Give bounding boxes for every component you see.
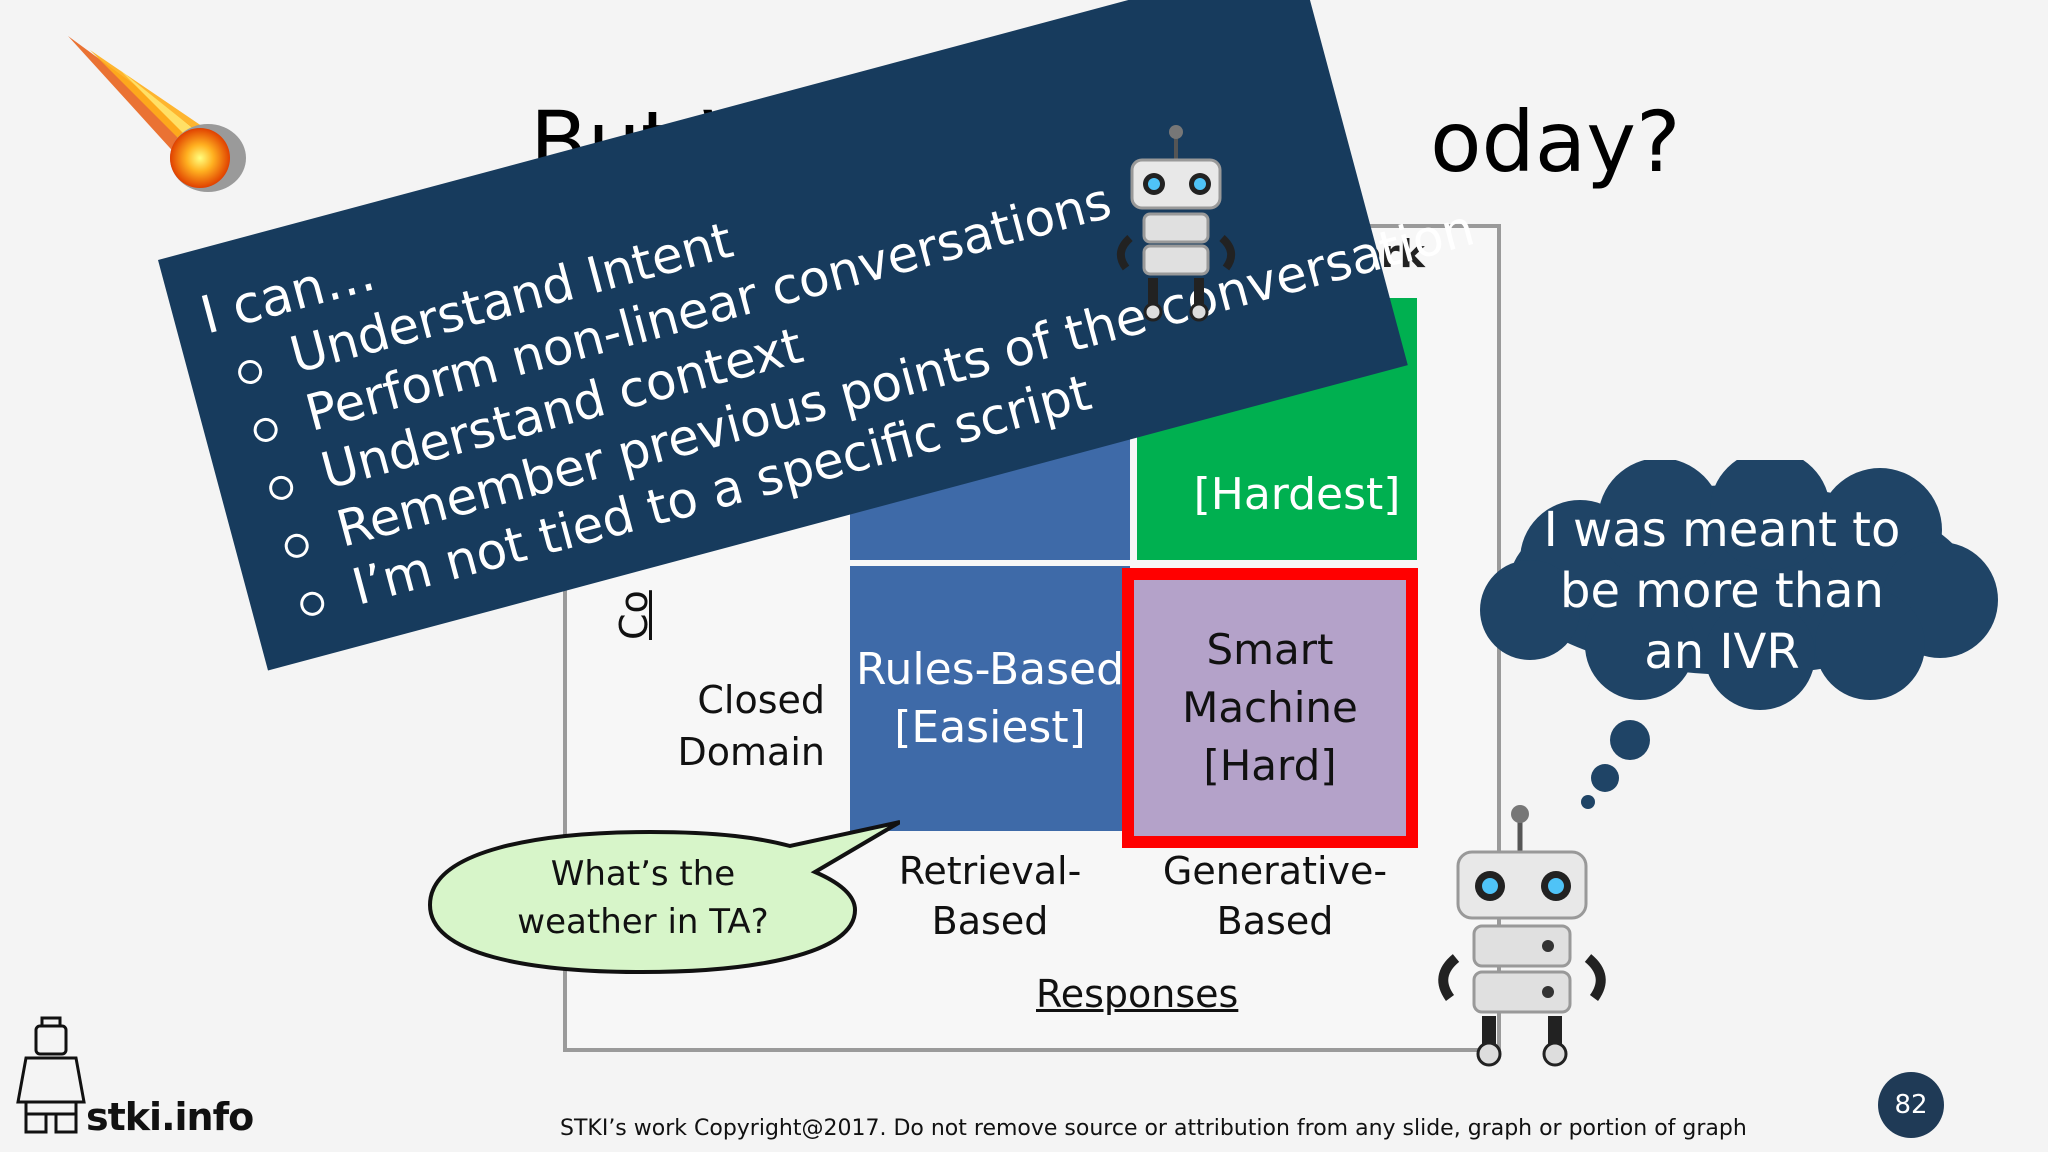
thought-cloud [1480,460,1998,809]
logo-text: stki.info [86,1095,254,1139]
thought-cloud-text: I was meant to be more than an IVR [1543,502,1901,680]
speech-bubble [427,820,900,975]
title-right-text: oday? [1430,93,1681,191]
axis-label-responses: Responses [1036,972,1239,1016]
bullet-icon [235,357,265,387]
quadrant-smart-machine: Smart Machine [Hard] [1122,568,1418,848]
row-label-closed-domain: Closed Domain [677,678,825,774]
axis-label-context: Co [612,590,656,640]
comet-icon [68,36,246,192]
bullet-icon [250,415,281,445]
col-label-generative: Generative- Based [1162,849,1388,943]
quadrant-open-generative-label: [Hardest] [1193,468,1401,520]
page-number-badge: 82 [1878,1072,1944,1138]
col-label-retrieval: Retrieval- Based [898,849,1082,943]
lego-figure-icon [16,1016,86,1134]
speech-bubble-text: What’s the weather in TA? [517,854,769,942]
robot-icon [1438,805,1606,1067]
copyright-footer: STKI’s work Copyright@2017. Do not remov… [560,1116,1747,1141]
bullet-icon [297,589,327,619]
bullet-icon [266,473,296,503]
bullet-icon [282,531,312,561]
robot-icon [1116,125,1236,322]
quadrant-rules-based: Rules-Based [Easiest] [850,566,1130,831]
